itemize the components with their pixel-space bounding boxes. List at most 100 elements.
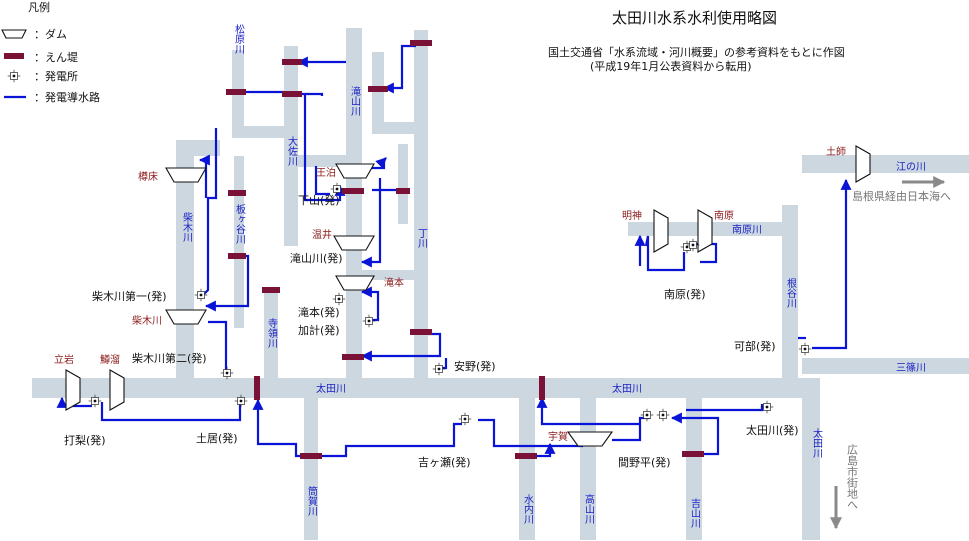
canal-uga-manohira (612, 416, 650, 442)
station-label-otagawa: 太田川(発) (746, 423, 799, 437)
legend: 凡例 ：ダム ：えん堤 ：発電所 ：発電導水路 (1, 0, 100, 104)
dams (65, 145, 871, 447)
dam-label-shibaki: 柴木川 (132, 314, 162, 327)
canal-tsutsuga-kitsugase (318, 422, 462, 458)
station-label-kabe: 可部(発) (734, 339, 776, 353)
river-misasa (802, 358, 969, 374)
weir-itagadani (228, 190, 246, 196)
dam-minamihara-icon (697, 209, 713, 253)
legend-power-station-icon (7, 69, 21, 83)
weir-itagadani-2 (228, 253, 246, 259)
river-label-yoshiyama: 吉山川 (689, 498, 701, 528)
river-yoshiyama (686, 398, 702, 540)
ps-yasuno-icon (432, 362, 446, 376)
river-takiyama (346, 28, 362, 378)
river-hinoto (414, 30, 428, 378)
river-terakata (264, 290, 278, 380)
river-itagadani (234, 156, 244, 328)
canal-osa-mid (298, 92, 324, 96)
weir-tsutsuga (300, 453, 322, 459)
canal-shibaki-2 (208, 320, 228, 372)
canal-shibaki-tomo (198, 154, 210, 198)
station-label-shibaki-1: 柴木川第一(発) (92, 289, 167, 303)
dam-tomo-icon (165, 167, 207, 183)
river-gonokawa (802, 155, 969, 173)
dam-takimoto-icon (335, 275, 375, 291)
dam-label-takimoto: 滝本 (384, 276, 404, 289)
canal-hinoto-kakei (360, 332, 442, 362)
canal-manohira-main (536, 396, 640, 426)
river-label-ota-2: 太田川 (612, 382, 642, 395)
ps-shibaki1-icon (194, 288, 208, 302)
canal-tsuchii-tsutsuga (252, 398, 304, 458)
dam-label-nukui: 温井 (312, 228, 332, 241)
canal-taki-top (382, 44, 416, 94)
river-minochi (519, 398, 535, 540)
river-takiyama-trib1 (372, 52, 384, 134)
canal-kabe (812, 178, 852, 350)
station-label-manohira: 間野平(発) (618, 455, 671, 469)
weir-taki-low (342, 354, 364, 360)
river-shibaki-top (176, 140, 220, 156)
station-label-takimoto: 滝本(発) (298, 305, 340, 319)
canal-osa-down (303, 95, 346, 202)
ps-kabe-icon (798, 342, 812, 356)
weir-hinoto-top (410, 40, 432, 46)
direction-arrows (830, 176, 946, 530)
river-ota-lower (802, 378, 820, 540)
station-label-shibaki-2: 柴木川第二(発) (132, 351, 207, 365)
dam-myojin-icon (653, 209, 669, 253)
station-labels: 柴木川第一(発) 柴木川第二(発) 下山(発) 滝山川(発) 滝本(発) 加計(… (64, 193, 799, 469)
station-label-uchinashi: 打梨(発) (64, 433, 106, 447)
station-label-tsuchii: 土居(発) (196, 431, 238, 445)
river-labels: 太田川 太田川 江の川 三篠川 南原川 松原川 大佐川 滝山川 柴木川 板ヶ谷川… (181, 23, 927, 528)
legend-heading: 凡例 (28, 0, 50, 14)
river-takiyama-trib1b (372, 122, 416, 134)
canal-minochi (535, 442, 556, 458)
river-ota-main (32, 378, 802, 398)
ps-shibaki2-icon (220, 366, 234, 380)
canal-yasuno (442, 358, 448, 370)
weir-hinoto-low (410, 329, 432, 335)
river-label-ota-3: 太田川 (811, 427, 823, 458)
river-label-osa: 大佐川 (286, 135, 298, 166)
river-osa-trib (298, 155, 346, 167)
dam-label-uga: 宇賀 (548, 430, 568, 443)
weir-taki-trib (368, 86, 388, 92)
dam-kamaru-icon (109, 369, 125, 411)
canals (56, 44, 852, 458)
legend-weir-icon (4, 53, 24, 59)
canal-taki-ojiri (362, 157, 387, 170)
river-label-itagadani: 板ヶ谷川 (234, 203, 246, 244)
station-label-kitsugase: 吉ヶ瀬(発) (418, 455, 471, 469)
river-label-nedani: 根谷川 (785, 277, 797, 308)
weir-terakata (262, 287, 280, 293)
canal-tachiiwa (56, 396, 92, 408)
weirs (226, 40, 704, 459)
station-label-takiyamagawa: 滝山川(発) (290, 251, 343, 265)
river-label-ota-1: 太田川 (316, 382, 346, 395)
dam-doshi-icon (855, 145, 871, 183)
river-label-shibaki: 柴木川 (181, 211, 193, 242)
river-label-minochi: 水内川 (522, 494, 534, 524)
canal-minamihara-2 (640, 236, 648, 266)
river-label-misasa: 三篠川 (896, 361, 926, 374)
diagram-subtitle-1: 国土交通省「水系流域・河川概要」の参考資料をもとに作図 (548, 45, 845, 59)
direction-to-hiroshima: 広島市街地へ (846, 444, 859, 510)
weir-matsubara (226, 89, 246, 95)
weir-yoshiyama (682, 451, 704, 457)
ps-takimoto-icon (332, 292, 346, 306)
diagram-subtitle-2: (平成19年1月公表資料から転用) (590, 59, 752, 73)
dam-ojiri-icon (335, 163, 375, 179)
river-nedani (782, 205, 798, 378)
river-matsubara-join (232, 126, 286, 138)
river-takiyama-trib2 (398, 144, 408, 224)
ps-otagawa-icon (760, 400, 774, 414)
station-label-minamihara: 南原(発) (664, 287, 706, 301)
dam-labels: 樽床 柴木川 王泊 温井 滝本 宇賀 立岩 鱒溜 明神 南原 土師 (54, 145, 846, 443)
river-label-matsubara: 松原川 (233, 23, 245, 54)
canal-otagawa (686, 404, 764, 412)
dam-shibaki-icon (165, 309, 207, 325)
ps-manohira-b-icon (656, 408, 670, 422)
